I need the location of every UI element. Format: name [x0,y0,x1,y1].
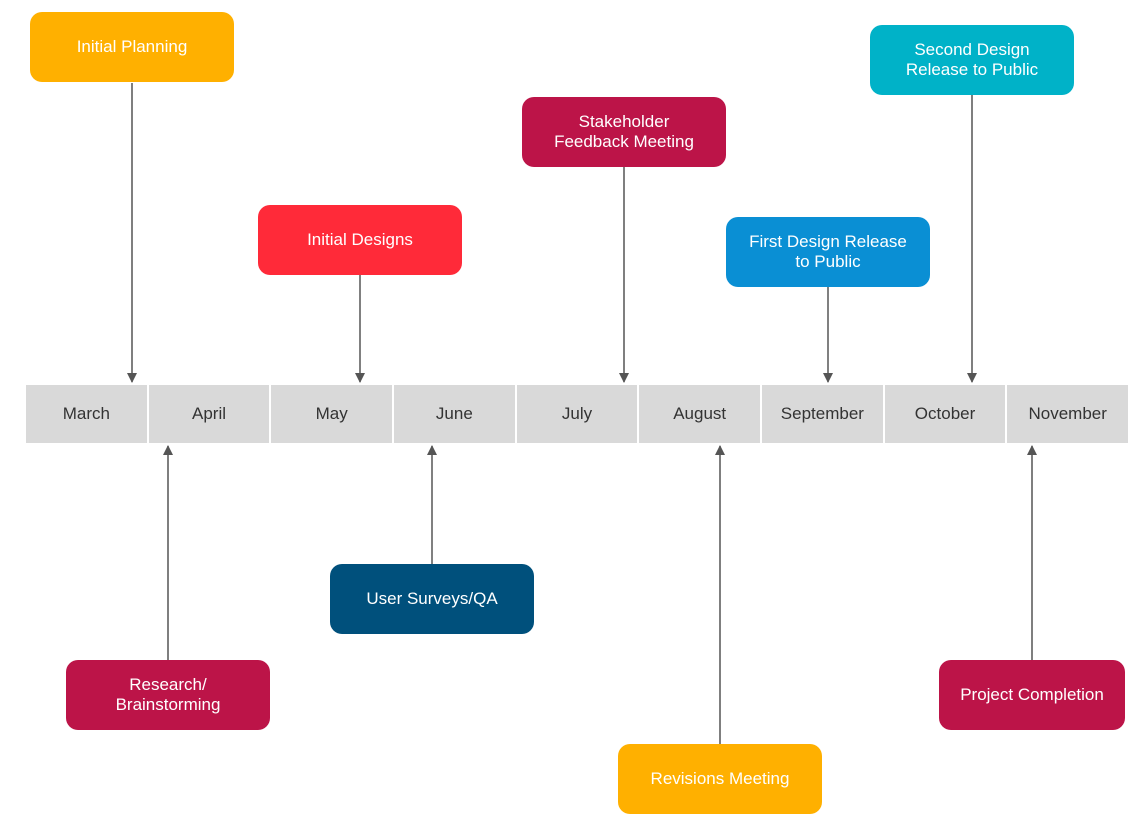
event-initial-designs: Initial Designs [258,205,462,275]
event-research-brainstorming: Research/Brainstorming [66,660,270,730]
event-label: Revisions Meeting [650,769,790,788]
event-initial-planning: Initial Planning [30,12,234,82]
event-user-surveys-qa: User Surveys/QA [330,564,534,634]
event-revisions-meeting: Revisions Meeting [618,744,822,814]
month-april: April [149,385,272,443]
month-november: November [1028,404,1107,423]
month-september: September [762,385,885,443]
month-july: July [517,385,640,443]
event-label: Initial Planning [76,37,188,56]
month-may: May [271,385,395,443]
event-label: Project Completion [960,685,1104,704]
month-october: October [885,385,1008,443]
event-project-completion: Project Completion [939,660,1125,730]
month-june: June [394,385,517,443]
month-timeline: March April May June July August Septemb… [26,385,1128,443]
month-march: March [26,385,149,443]
event-label: Research/Brainstorming [115,675,221,714]
event-label: User Surveys/QA [366,589,498,608]
month-august: August [639,385,763,443]
event-label: Initial Designs [307,230,413,249]
